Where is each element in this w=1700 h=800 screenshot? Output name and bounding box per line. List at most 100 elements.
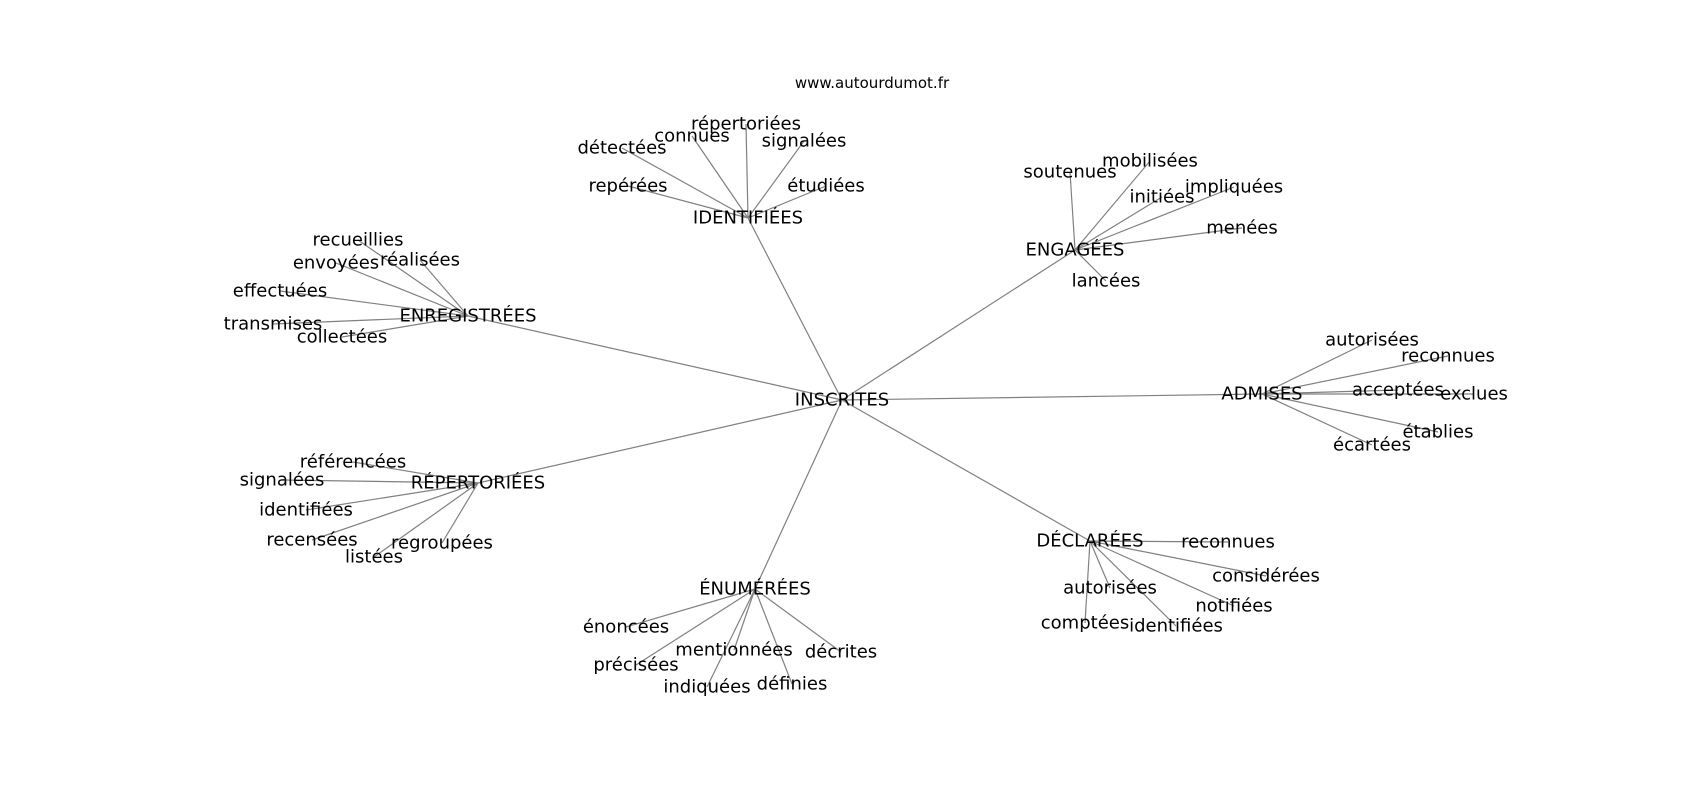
leaf-node-label: référencées — [300, 452, 406, 473]
edge-hub-to-leaf — [1074, 249, 1107, 282]
edge-hub-to-leaf — [754, 588, 842, 653]
leaf-node-label: repérées — [588, 176, 667, 197]
leaf-node-label: acceptées — [1352, 380, 1444, 401]
hub-node-label: DÉCLARÉES — [1036, 530, 1143, 552]
hub-node-label: ÉNUMÉRÉES — [699, 578, 811, 600]
leaf-node-label: indiquées — [663, 677, 750, 698]
edge-hub-to-leaf — [1069, 171, 1076, 251]
leaf-node-label: signalées — [762, 131, 847, 152]
edge-center-to-hub — [841, 393, 1263, 401]
hub-node-label: ENGAGÉES — [1026, 239, 1125, 261]
leaf-node-label: envoyées — [293, 253, 379, 274]
leaf-node-label: lancées — [1072, 271, 1141, 292]
edge-hub-to-leaf — [1089, 540, 1111, 589]
leaf-node-label: recensées — [266, 530, 357, 551]
leaf-node-label: écartées — [1333, 435, 1411, 456]
edge-hub-to-leaf — [625, 588, 756, 628]
edge-hub-to-leaf — [373, 482, 479, 558]
edge-center-to-hub — [467, 315, 843, 401]
leaf-node-label: impliquées — [1185, 177, 1283, 198]
edge-center-to-hub — [754, 399, 843, 590]
edge-center-to-hub — [477, 399, 843, 484]
edge-hub-to-leaf — [747, 140, 805, 219]
edge-center-to-hub — [841, 399, 1091, 542]
center-node-label: INSCRITES — [795, 390, 889, 411]
edge-hub-to-leaf — [1074, 227, 1243, 251]
leaf-node-label: signalées — [240, 470, 325, 491]
edge-hub-to-leaf — [1074, 196, 1163, 251]
edge-hub-to-leaf — [1261, 393, 1439, 433]
graph-edges — [272, 123, 1474, 688]
hub-node-label: RÉPERTORIÉES — [411, 472, 545, 494]
leaf-node-label: détectées — [577, 138, 666, 159]
leaf-node-label: collectées — [297, 327, 387, 348]
edge-hub-to-leaf — [1084, 540, 1091, 624]
edge-hub-to-leaf — [1261, 393, 1373, 446]
leaf-node-label: établies — [1402, 422, 1473, 443]
leaf-node-label: identifiées — [1129, 616, 1223, 637]
leaf-node-label: soutenues — [1023, 162, 1116, 183]
leaf-node-label: autorisées — [1063, 578, 1157, 599]
edge-hub-to-leaf — [706, 588, 756, 688]
leaf-node-label: étudiées — [787, 176, 865, 197]
edge-hub-to-leaf — [272, 315, 469, 325]
edge-hub-to-leaf — [745, 123, 749, 219]
edge-hub-to-leaf — [1089, 540, 1177, 627]
edge-hub-to-leaf — [1261, 389, 1399, 395]
edge-hub-to-leaf — [635, 588, 756, 666]
leaf-node-label: identifiées — [259, 500, 353, 521]
leaf-node-label: listées — [345, 547, 403, 568]
leaf-node-label: énoncées — [583, 617, 669, 638]
leaf-node-label: transmises — [224, 314, 323, 335]
edge-hub-to-leaf — [621, 147, 749, 219]
edge-hub-to-leaf — [747, 185, 827, 219]
hub-node-label: ENREGISTRÉES — [399, 305, 536, 327]
leaf-node-label: comptées — [1041, 613, 1129, 634]
leaf-node-label: considérées — [1212, 566, 1320, 587]
edge-hub-to-leaf — [279, 290, 469, 317]
edge-hub-to-leaf — [1089, 540, 1229, 543]
leaf-node-label: réalisées — [380, 250, 460, 271]
leaf-node-label: mobilisées — [1102, 151, 1198, 172]
leaf-node-label: répertoriées — [691, 114, 801, 135]
leaf-node-label: décrites — [805, 642, 877, 663]
edge-hub-to-leaf — [1074, 186, 1235, 251]
edge-hub-to-leaf — [419, 259, 469, 317]
edge-hub-to-leaf — [311, 482, 479, 541]
hub-node-label: ADMISES — [1221, 384, 1302, 405]
leaf-node-label: précisées — [593, 655, 678, 676]
edge-hub-to-leaf — [1089, 540, 1267, 577]
edge-hub-to-leaf — [335, 262, 469, 317]
edge-hub-to-leaf — [627, 185, 749, 219]
leaf-node-label: regroupées — [391, 533, 493, 554]
leaf-node-label: mentionnées — [675, 640, 792, 661]
leaf-node-label: exclues — [1440, 384, 1508, 405]
edge-hub-to-leaf — [281, 479, 479, 484]
edge-center-to-hub — [747, 217, 843, 401]
leaf-node-label: initiées — [1130, 187, 1195, 208]
edge-hub-to-leaf — [754, 588, 793, 685]
edge-hub-to-leaf — [733, 588, 756, 651]
edge-center-to-hub — [841, 249, 1076, 401]
leaf-node-label: autorisées — [1325, 330, 1419, 351]
edge-hub-to-leaf — [691, 135, 749, 219]
edge-hub-to-leaf — [352, 461, 479, 484]
edge-hub-to-leaf — [1074, 160, 1151, 251]
leaf-node-label: menées — [1206, 218, 1278, 239]
leaf-node-label: connues — [654, 126, 730, 147]
edge-hub-to-leaf — [1261, 355, 1449, 395]
leaf-node-label: reconnues — [1401, 346, 1495, 367]
edge-hub-to-leaf — [1261, 339, 1373, 395]
source-watermark: www.autourdumot.fr — [795, 74, 950, 92]
leaf-node-label: recueillies — [313, 230, 404, 251]
edge-hub-to-leaf — [441, 482, 479, 544]
edge-hub-to-leaf — [1089, 540, 1235, 607]
edge-hub-to-leaf — [357, 239, 469, 317]
leaf-node-label: effectuées — [233, 281, 327, 302]
leaf-node-label: reconnues — [1181, 532, 1275, 553]
leaf-node-label: définies — [757, 674, 828, 695]
edge-hub-to-leaf — [305, 482, 479, 511]
hub-node-label: IDENTIFIÉES — [693, 207, 803, 229]
